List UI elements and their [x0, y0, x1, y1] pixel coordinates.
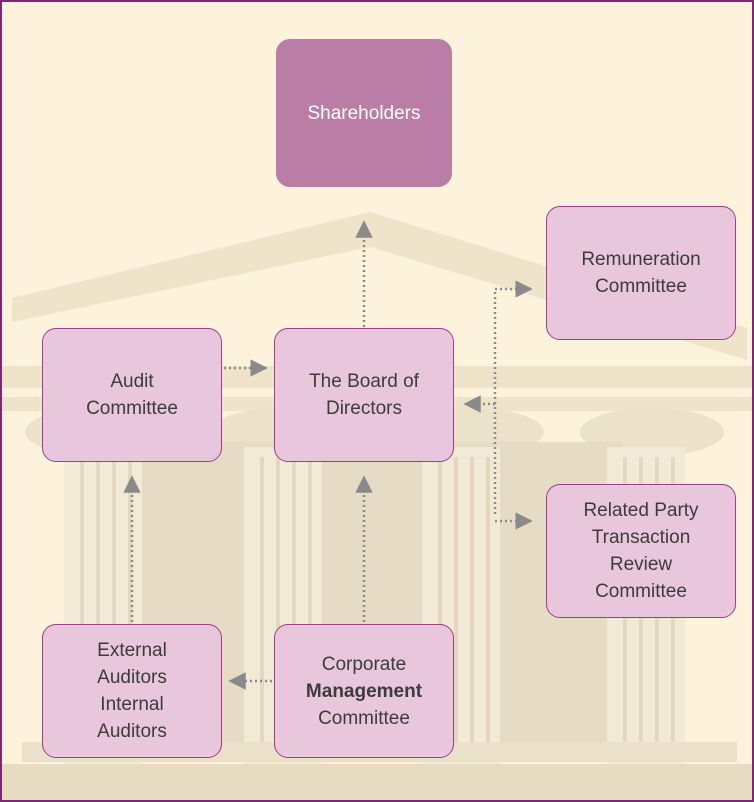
temple-step-2 — [2, 764, 752, 800]
corporate-management-committee-box: Corporate Management Committee — [274, 624, 454, 758]
related-party-committee-box: Related Party Transaction Review Committ… — [546, 484, 736, 618]
auditors-box: External Auditors Internal Auditors — [42, 624, 222, 758]
shareholders-box: Shareholders — [276, 39, 452, 187]
